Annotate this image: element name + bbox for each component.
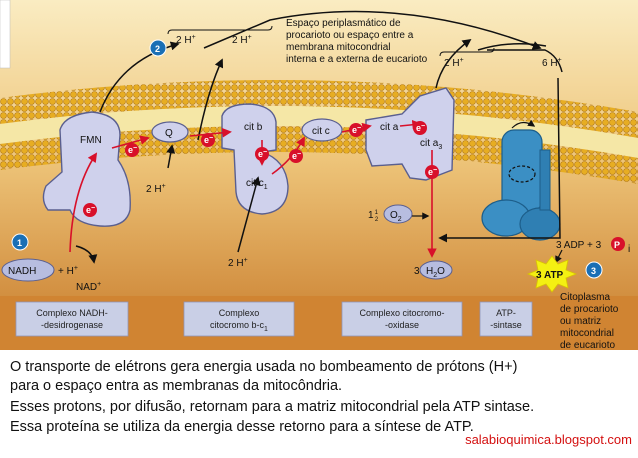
periplasm-label: Espaço periplasmático de procarioto ou e…	[286, 18, 428, 65]
cit-c1-label: cit c1	[246, 178, 268, 191]
svg-text:e−: e−	[428, 167, 437, 177]
cytochrome-c	[301, 118, 343, 142]
svg-text:3: 3	[591, 266, 596, 276]
caption-line-3: Esses protons, por difusão, retornam par…	[10, 399, 535, 415]
svg-text:1: 1	[17, 238, 22, 248]
cit-c-label: cit c	[312, 126, 330, 137]
svg-text:e−: e−	[204, 135, 213, 145]
svg-text:e−: e−	[352, 125, 361, 135]
svg-text:e−: e−	[258, 149, 267, 159]
cytoplasm-label: Citoplasma de procarioto ou matriz mitoc…	[560, 292, 621, 350]
proton-label-2: 2 H+	[232, 34, 252, 46]
svg-text:e−: e−	[128, 145, 137, 155]
complex-box-i: Complexo NADH--desidrogenase	[15, 301, 129, 337]
proton-label-4: 2 H+	[146, 183, 166, 195]
electron-transport-diagram: e− e− e− e− e− e− e− e− Espaço periplasm…	[0, 0, 638, 350]
atp-label: 3 ATP	[536, 270, 564, 281]
caption-line-4: Essa proteína se utiliza da energia dess…	[10, 419, 474, 435]
adp-label: 3 ADP + 3	[556, 240, 602, 251]
plus-h-label: + H+	[58, 265, 78, 277]
step-badge-1: 1	[11, 233, 29, 251]
svg-text:e−: e−	[416, 123, 425, 133]
nadh-oval	[1, 258, 55, 282]
ubiquinone	[151, 121, 189, 143]
water-coef: 3	[414, 266, 420, 277]
svg-text:ATP--sintase: ATP--sintase	[490, 308, 522, 330]
proton-label-6h: 6 H+	[542, 57, 562, 69]
proton-label-3: 2 H+	[444, 57, 464, 69]
svg-text:e−: e−	[86, 205, 95, 215]
atp-arrow	[555, 249, 563, 264]
step-badge-2: 2	[149, 39, 167, 57]
caption-line-2: para o espaço entra as membranas da mito…	[10, 378, 343, 394]
o2-oval	[383, 204, 413, 224]
atp-synthase	[481, 119, 561, 241]
caption-line-1: O transporte de elétrons gera energia us…	[10, 359, 518, 375]
cit-b-label: cit b	[244, 122, 263, 133]
corner-screen	[0, 0, 11, 69]
complex-box-iv: Complexo citocromo--oxidase	[341, 301, 463, 337]
water-label: H2O	[426, 266, 445, 279]
nadh-label: NADH	[8, 266, 36, 277]
proton-bracket-right	[439, 47, 495, 57]
pi-badge	[611, 237, 625, 251]
svg-text:Complexo citocromo--oxidase: Complexo citocromo--oxidase	[359, 308, 444, 330]
step-badge-3: 3	[585, 261, 603, 279]
nad-plus-label: NAD+	[76, 281, 101, 293]
svg-text:e−: e−	[292, 151, 301, 161]
cit-a3-label: cit a3	[420, 138, 442, 151]
q-label: Q	[165, 128, 173, 139]
water-oval	[419, 260, 453, 280]
proton-label-1: 2 H+	[176, 34, 196, 46]
pi-sub: i	[628, 244, 630, 255]
o2-label: O2	[390, 210, 402, 223]
proton-label-5: 2 H+	[228, 257, 248, 269]
cit-a-label: cit a	[380, 122, 399, 133]
blog-watermark: salabioquimica.blogspot.com	[465, 432, 632, 447]
atp-star	[526, 255, 578, 293]
complex-box-atp-synthase: ATP--sintase	[479, 301, 533, 337]
svg-text:2: 2	[155, 44, 160, 54]
svg-text:Complexo NADH--desidrogenase: Complexo NADH--desidrogenase	[36, 308, 108, 330]
pi-label: P	[614, 240, 620, 250]
electron-markers: e− e− e− e− e− e− e− e−	[83, 121, 439, 217]
proton-bracket-left	[167, 25, 273, 35]
fmn-label: FMN	[80, 135, 102, 146]
